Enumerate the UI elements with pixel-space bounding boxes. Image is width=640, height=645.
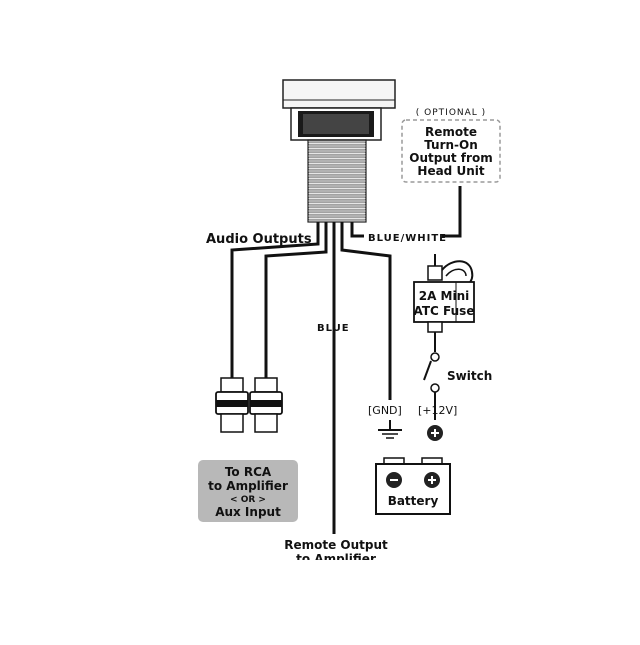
blue-white-label: BLUE/WHITE (368, 233, 447, 244)
switch-symbol (423, 352, 440, 420)
remote-line-1: Remote (425, 125, 477, 139)
blue-label: BLUE (317, 323, 350, 334)
gnd-wire (340, 222, 392, 400)
positive-terminal-icon (427, 425, 443, 441)
audio-outputs-label: Audio Outputs (206, 232, 312, 247)
rca-connector-right (249, 377, 283, 433)
remote-line-3: Output from (409, 151, 492, 165)
remote-line-4: Head Unit (417, 164, 484, 178)
device-unit (282, 79, 396, 223)
fuse-box (413, 281, 475, 323)
blue-white-wire (442, 186, 462, 238)
remote-line-2: Turn-On (424, 138, 478, 152)
rca-line-2: to Amplifier (208, 479, 288, 493)
fuse-label-2: ATC Fuse (414, 304, 475, 318)
battery-positive-icon (424, 472, 440, 488)
rca-amplifier-box: To RCA to Amplifier < OR > Aux Input (198, 460, 298, 522)
battery-label: Battery (388, 494, 439, 508)
optional-label: ( OPTIONAL ) (416, 108, 486, 118)
rca-line-3: < OR > (230, 495, 266, 505)
rca-line-1: To RCA (225, 465, 272, 479)
fuse-label-1: 2A Mini (419, 289, 470, 303)
remote-output-line-1: Remote Output (284, 538, 388, 552)
ground-symbol-icon (378, 420, 402, 439)
battery: Battery (375, 457, 451, 515)
battery-negative-icon (386, 472, 402, 488)
rca-connector-left (215, 377, 249, 433)
threaded-shaft (307, 141, 367, 221)
rca-line-4: Aux Input (215, 505, 281, 519)
remote-turn-on-box: ( OPTIONAL ) Remote Turn-On Output from … (401, 108, 501, 183)
plus12v-label: [+12V] (418, 404, 457, 417)
switch-label: Switch (447, 369, 492, 383)
fuse-assembly (413, 254, 475, 352)
gnd-label: [GND] (368, 404, 402, 417)
